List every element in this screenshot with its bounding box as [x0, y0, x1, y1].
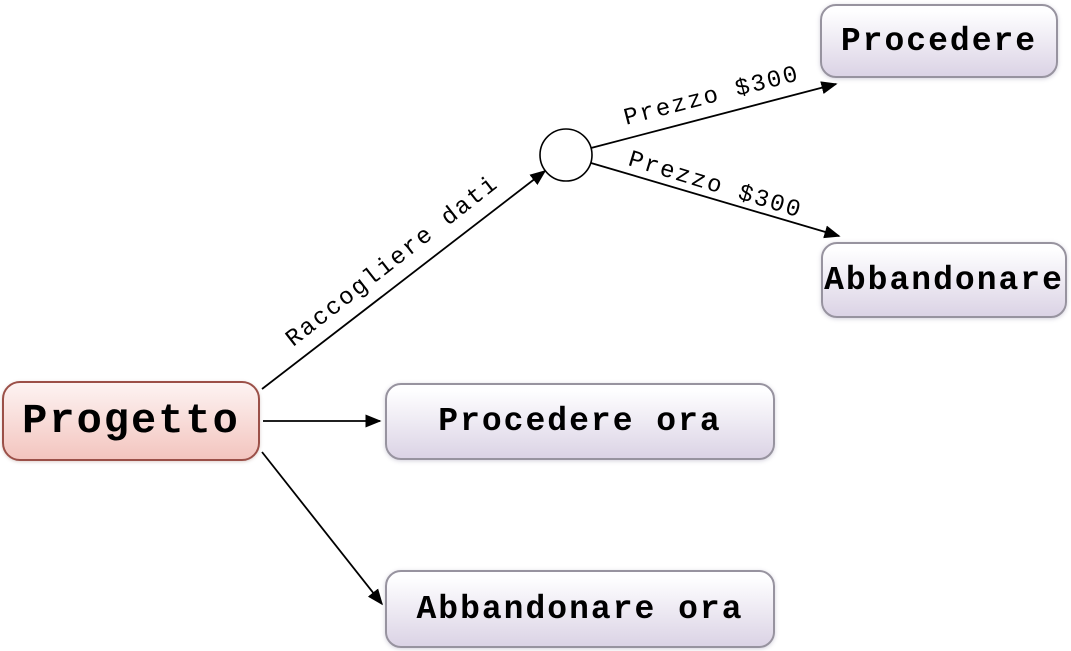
node-abbandonare-ora-label: Abbandonare ora [416, 590, 744, 628]
edge-prezzo-su-arrow [590, 81, 838, 149]
node-procedere: Procedere [820, 4, 1058, 78]
node-abbandonare-ora: Abbandonare ora [385, 570, 775, 648]
chance-node-circle [539, 128, 593, 182]
edge-abbandonare-ora-arrow [261, 451, 384, 606]
node-progetto: Progetto [2, 381, 260, 461]
edge-raccogliere-dati-arrow [261, 170, 547, 390]
node-abbandonare: Abbandonare [821, 242, 1067, 318]
node-procedere-label: Procedere [840, 22, 1038, 60]
node-procedere-ora-label: Procedere ora [438, 403, 722, 440]
edge-prezzo-giu-arrow [590, 162, 841, 239]
node-progetto-label: Progetto [22, 397, 240, 445]
node-abbandonare-label: Abbandonare [824, 261, 1064, 299]
node-procedere-ora: Procedere ora [385, 383, 775, 460]
